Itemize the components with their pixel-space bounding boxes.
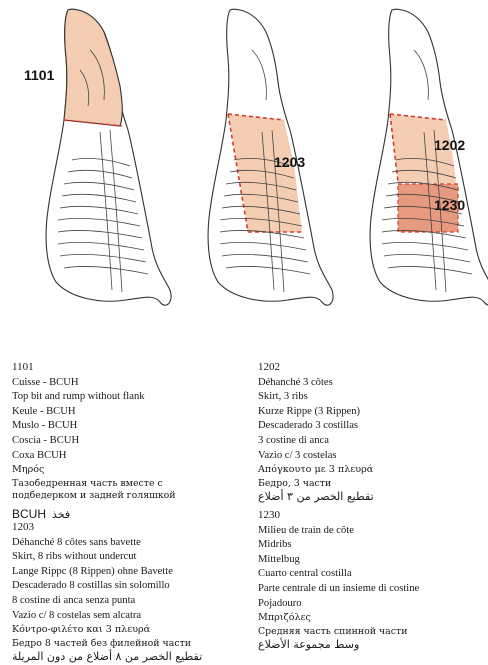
diagram-label-1203: 1203: [274, 154, 305, 170]
carcass-diagram-1203: [207, 8, 334, 306]
name-line: Pojadouro: [258, 597, 302, 609]
name-line: Lange Rippc (8 Rippen) ohne Bavette: [12, 565, 173, 577]
name-line: Vazio c/ 8 costelas sem alcatra: [12, 609, 142, 621]
arabic-name: وسط مجموعة الأضلاع: [258, 638, 360, 652]
cut-code: 1230: [258, 509, 280, 521]
name-line: Déhanché 3 côtes: [258, 376, 333, 388]
name-line: Cuarto central costilla: [258, 568, 352, 580]
cut-block-1203: 1203 Déhanché 8 côtes sans bavette Skirt…: [12, 520, 244, 665]
name-line: Muslo - BCUH: [12, 420, 78, 432]
arabic-name: تقطيع الخصر من ٨ أضلاع من دون المريلة: [12, 650, 203, 664]
name-line: Skirt, 8 ribs without undercut: [12, 551, 137, 563]
name-line: Cuisse - BCUH: [12, 376, 79, 388]
highlight-region-1202: [390, 114, 456, 184]
diagram-label-1202: 1202: [434, 137, 465, 153]
cut-line-1202-left: [389, 113, 399, 183]
cut-block-1202: 1202 Déhanché 3 côtes Skirt, 3 ribs Kurz…: [258, 360, 488, 505]
name-line: Vazio c/ 3 costelas: [258, 449, 337, 461]
diagram-label-1230: 1230: [434, 197, 465, 213]
cut-line-1203-top: [227, 113, 285, 121]
carcass-diagram-1202-1230: [369, 8, 488, 306]
greek-name: Κόντρο-φιλέτο και 3 πλευρά: [12, 624, 151, 636]
russian-name: Тазобедренная часть вместе с подбедерком…: [12, 477, 176, 502]
name-line: Kurze Rippe (3 Rippen): [258, 405, 361, 417]
cut-line-1202-top: [389, 113, 447, 121]
highlight-region-1101: [63, 8, 123, 127]
cut-code: 1202: [258, 361, 280, 373]
arabic-name: فخذ: [52, 507, 71, 521]
greek-name: Μπριζόλες: [258, 612, 311, 624]
name-line: Midribs: [258, 539, 292, 551]
arabic-row: BCUH فخذ: [12, 507, 244, 523]
name-line: Keule - BCUH: [12, 405, 76, 417]
name-line: 3 costine di anca: [258, 434, 329, 446]
name-line: Coscia - BCUH: [12, 434, 80, 446]
arabic-prefix: BCUH: [12, 506, 47, 521]
greek-name: Απόγκουτο με 3 πλευρά: [258, 464, 374, 476]
ribs: [381, 129, 473, 293]
cut-code: 1101: [12, 361, 34, 373]
name-line: Parte centrale di un insieme di costine: [258, 582, 420, 594]
name-line: Descaderado 3 costillas: [258, 420, 359, 432]
arabic-name: تقطيع الخصر من ٣ أضلاع: [258, 490, 374, 504]
cut-code: 1203: [12, 521, 34, 533]
cut-block-1101: 1101 Cuisse - BCUH Top bit and rump with…: [12, 360, 244, 523]
name-line: Mittelbug: [258, 553, 300, 565]
greek-name: Μηρός: [12, 464, 45, 476]
name-line: Coxa BCUH: [12, 449, 67, 461]
russian-name: Бедро, 3 части: [258, 477, 332, 489]
russian-name: Бедро 8 частей без филейной части: [12, 637, 191, 649]
name-line: 8 costine di anca senza punta: [12, 594, 136, 606]
name-line: Skirt, 3 ribs: [258, 391, 308, 403]
diagram-label-1101: 1101: [24, 67, 55, 83]
name-line: Déhanché 8 côtes sans bavette: [12, 536, 141, 548]
carcass-diagrams: 1101 1203 12: [24, 8, 488, 306]
name-line: Descaderado 8 costillas sin solomillo: [12, 580, 170, 592]
ribs: [57, 129, 149, 293]
cut-block-1230: 1230 Milieu de train de côte Midribs Mit…: [258, 508, 488, 653]
ribs: [219, 129, 311, 293]
cut-line-1203-left: [227, 113, 249, 233]
name-line: Milieu de train de côte: [258, 524, 354, 536]
name-line: Top bit and rump without flank: [12, 391, 145, 403]
russian-name: Средняя часть спинной части: [258, 625, 408, 637]
carcass-diagram-1101: [45, 8, 172, 306]
cut-line-1101: [63, 119, 123, 127]
